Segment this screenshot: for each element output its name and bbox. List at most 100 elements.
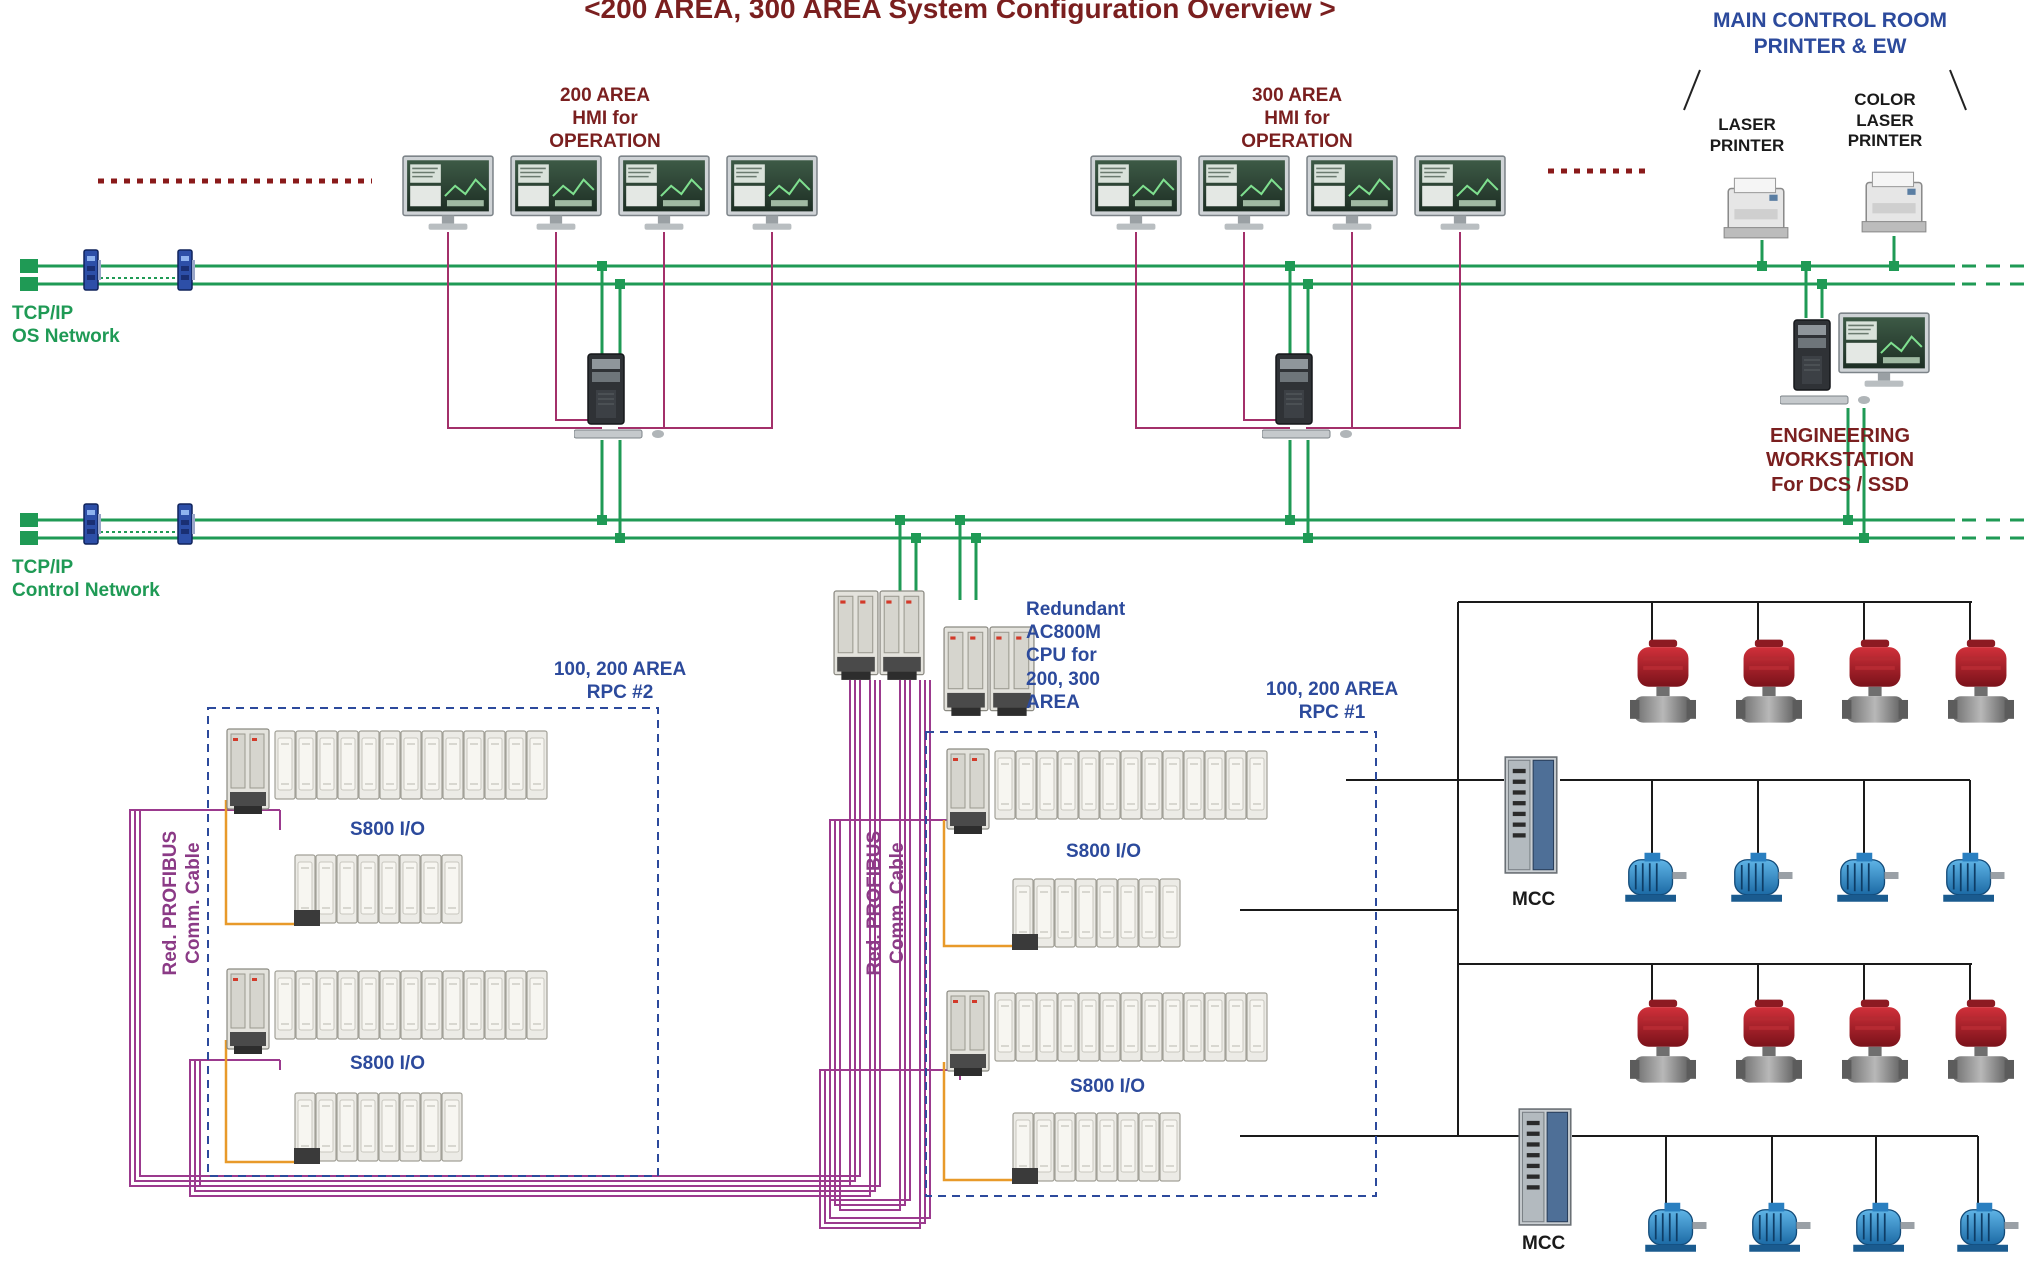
hmi-300-label: 300 AREA HMI for OPERATION <box>1241 85 1353 153</box>
color-laser-printer-label: COLOR LASER PRINTER <box>1847 90 1923 151</box>
area300-monitor-icon <box>1198 155 1290 231</box>
network-node <box>1285 261 1295 271</box>
rpc1-rack4-io-module-icon <box>1159 1112 1181 1182</box>
rpc1-rack1-io-module-icon <box>1078 750 1100 820</box>
rpc2-rack1-io-module-icon <box>463 730 485 800</box>
hmi-200-label: 200 AREA HMI for OPERATION <box>549 85 661 153</box>
area200-hmi-cable <box>618 232 773 429</box>
rpc1-rack2-io-module-icon <box>1096 878 1118 948</box>
rpc1-rack1-io-module-icon <box>1183 750 1205 820</box>
area300-monitor-icon <box>1306 155 1398 231</box>
rpc1-rack1-io-module-icon <box>1141 750 1163 820</box>
rpc2-rack1-cpu-icon <box>226 728 270 815</box>
io-extension-link <box>942 1062 1016 1182</box>
rpc1-rack1-io-module-icon <box>1036 750 1058 820</box>
network-terminal <box>20 259 38 273</box>
valve-actuator-icon <box>1948 639 2014 723</box>
engineering-monitor-icon <box>1838 312 1930 388</box>
rpc1-rack3-io-module-icon <box>994 992 1016 1062</box>
rpc2-rack2-base <box>294 910 320 926</box>
motor-icon <box>1748 1201 1812 1253</box>
network-node <box>615 533 625 543</box>
area300-server-tower-icon <box>1262 353 1353 439</box>
s800-io-rpc1-lower: S800 I/O <box>1070 1076 1145 1097</box>
rpc1-rack1-io-module-icon <box>1099 750 1121 820</box>
network-node <box>971 533 981 543</box>
rpc1-rack1-io-module-icon <box>1225 750 1247 820</box>
motor-icon <box>1942 851 2006 903</box>
area200-hmi-cable <box>618 232 665 429</box>
laser-printer-label: LASER PRINTER <box>1709 115 1785 155</box>
rpc2-rack4-io-module-icon <box>336 1092 358 1162</box>
rpc1-rack4-io-module-icon <box>1138 1112 1160 1182</box>
area300-hmi-cable <box>1306 232 1461 429</box>
rpc1-rack2-base <box>1012 934 1038 950</box>
rpc2-rack2-io-module-icon <box>378 854 400 924</box>
rpc2-rack1-io-module-icon <box>316 730 338 800</box>
valve-actuator-icon <box>1630 999 1696 1083</box>
rpc2-rack2-io-module-icon <box>441 854 463 924</box>
network-node <box>955 515 965 525</box>
area200-hmi-cable <box>555 232 602 421</box>
area200-hmi-cable <box>447 232 602 429</box>
network-node <box>597 261 607 271</box>
laser-printer-icon <box>1723 177 1789 239</box>
network-node <box>1303 279 1313 289</box>
area300-monitor-icon <box>1414 155 1506 231</box>
rpc1-rack1-io-module-icon <box>994 750 1016 820</box>
rpc1-rack1-io-module-icon <box>1246 750 1268 820</box>
profibus-cable-label-right: Red. PROFIBUS Comm. Cable <box>863 830 908 976</box>
io-extension-link <box>224 800 298 926</box>
s800-io-rpc2-lower: S800 I/O <box>350 1053 425 1074</box>
valve-actuator-icon <box>1736 639 1802 723</box>
io-extension-link <box>224 1040 298 1164</box>
network-node <box>1889 261 1899 271</box>
os-switch-icon <box>177 249 196 291</box>
network-node <box>1843 515 1853 525</box>
rpc1-rack2-io-module-icon <box>1138 878 1160 948</box>
network-terminal <box>20 531 38 545</box>
rpc2-rack4-io-module-icon <box>420 1092 442 1162</box>
rpc1-rack4-base <box>1012 1168 1038 1184</box>
rpc1-rack1-io-module-icon <box>1204 750 1226 820</box>
rpc2-rack1-io-module-icon <box>442 730 464 800</box>
rpc1-rack1-io-module-icon <box>1057 750 1079 820</box>
rpc2-rack4-io-module-icon <box>441 1092 463 1162</box>
rpc2-rack1-io-module-icon <box>379 730 401 800</box>
area300-hmi-cable <box>1243 232 1290 421</box>
rpc2-rack2-io-module-icon <box>399 854 421 924</box>
area200-monitor-icon <box>618 155 710 231</box>
rpc1-rack3-io-module-icon <box>1120 992 1142 1062</box>
rpc2-rack3-io-module-icon <box>505 970 527 1040</box>
ac800m-controller-icon <box>943 626 989 717</box>
network-node <box>1859 533 1869 543</box>
valve-actuator-icon <box>1948 999 2014 1083</box>
motor-icon <box>1624 851 1688 903</box>
rpc1-rack2-io-module-icon <box>1075 878 1097 948</box>
rpc2-rack3-io-module-icon <box>400 970 422 1040</box>
control-switch-icon <box>177 503 196 545</box>
network-node <box>597 515 607 525</box>
color-laser-printer-icon <box>1861 171 1927 233</box>
rpc2-rack4-io-module-icon <box>378 1092 400 1162</box>
ac800m-controller-icon <box>833 590 879 681</box>
rpc1-area-box <box>925 731 1377 1197</box>
rpc2-rack3-io-module-icon <box>463 970 485 1040</box>
rpc1-rack4-io-module-icon <box>1054 1112 1076 1182</box>
s800-io-rpc2-upper: S800 I/O <box>350 819 425 840</box>
main-room-bracket-left <box>1683 69 1701 111</box>
rpc1-rack1-io-module-icon <box>1120 750 1142 820</box>
rpc1-rack3-io-module-icon <box>1099 992 1121 1062</box>
motor-icon <box>1730 851 1794 903</box>
rpc1-rack3-io-module-icon <box>1183 992 1205 1062</box>
rpc1-rack2-io-module-icon <box>1054 878 1076 948</box>
valve-actuator-icon <box>1736 999 1802 1083</box>
rpc1-rack3-io-module-icon <box>1015 992 1037 1062</box>
rpc1-rack3-io-module-icon <box>1225 992 1247 1062</box>
os-network-label: TCP/IP OS Network <box>12 303 120 348</box>
motor-icon <box>1956 1201 2020 1253</box>
rpc2-rack1-io-module-icon <box>421 730 443 800</box>
rpc1-rack3-io-module-icon <box>1204 992 1226 1062</box>
ac800m-controller-icon <box>879 590 925 681</box>
